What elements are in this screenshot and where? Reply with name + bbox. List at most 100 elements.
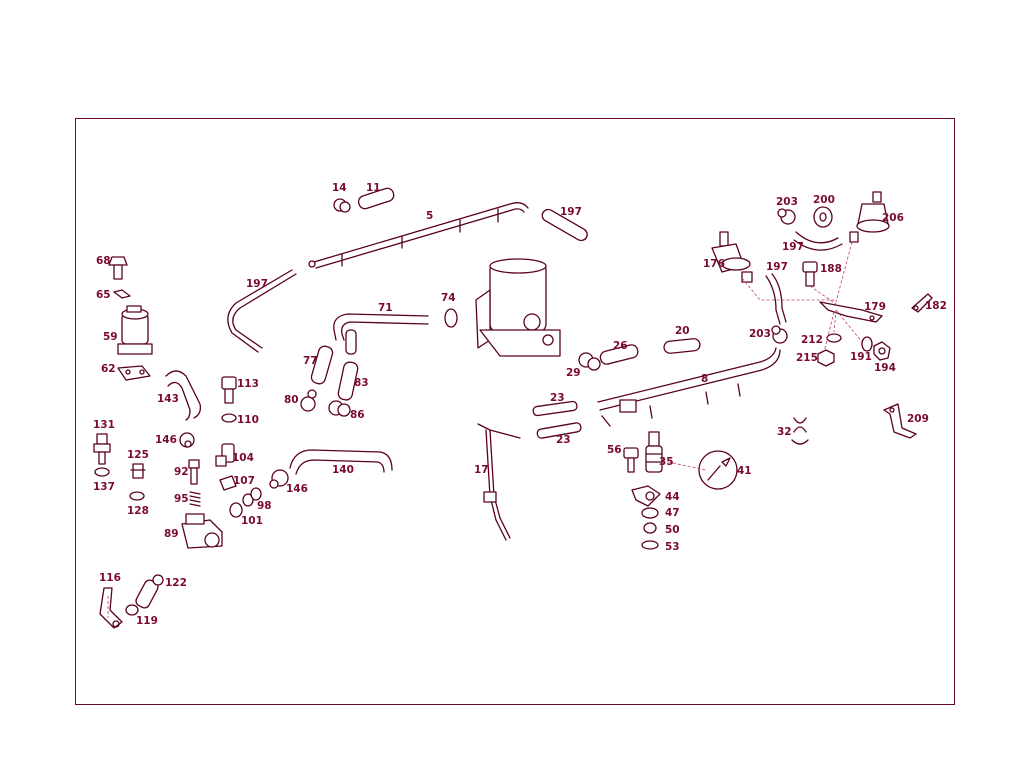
callout-206: 206 xyxy=(882,212,904,224)
callout-77: 77 xyxy=(303,355,318,367)
regulator-206 xyxy=(849,191,890,243)
callout-17: 17 xyxy=(474,464,489,476)
callout-131: 131 xyxy=(93,419,115,431)
callout-80: 80 xyxy=(284,394,299,406)
callout-203-top: 203 xyxy=(776,196,798,208)
hose-140 xyxy=(289,449,393,475)
washer-128 xyxy=(129,491,145,501)
hose-20 xyxy=(663,338,701,354)
fuel-rail-5 xyxy=(308,202,529,269)
callout-197-right-mid: 197 xyxy=(766,261,788,273)
callout-89: 89 xyxy=(164,528,179,540)
callout-143: 143 xyxy=(157,393,179,405)
callout-98: 98 xyxy=(257,500,272,512)
regulator-176 xyxy=(711,231,753,283)
callout-182: 182 xyxy=(925,300,947,312)
clip-53 xyxy=(641,540,659,550)
bolt-68 xyxy=(108,256,128,280)
callout-209: 209 xyxy=(907,413,929,425)
callout-14: 14 xyxy=(332,182,347,194)
leader-lines xyxy=(107,241,863,618)
callout-8: 8 xyxy=(701,373,708,385)
callout-23-top: 23 xyxy=(550,392,565,404)
hose-71 xyxy=(333,313,429,355)
callout-113: 113 xyxy=(237,378,259,390)
callout-194: 194 xyxy=(874,362,896,374)
callout-32: 32 xyxy=(777,426,792,438)
callout-68: 68 xyxy=(96,255,111,267)
callout-26: 26 xyxy=(613,340,628,352)
clip-146-right xyxy=(269,469,289,489)
washer-119 xyxy=(125,604,139,616)
callout-197-right-top: 197 xyxy=(782,241,804,253)
callout-191: 191 xyxy=(850,351,872,363)
callout-146-left: 146 xyxy=(155,434,177,446)
callout-137: 137 xyxy=(93,481,115,493)
clamp-86 xyxy=(328,400,351,417)
clamp-14 xyxy=(333,198,351,213)
callout-44: 44 xyxy=(665,491,680,503)
callout-188: 188 xyxy=(820,263,842,275)
callout-29: 29 xyxy=(566,367,581,379)
damper-200 xyxy=(813,206,833,228)
clip-146-left xyxy=(179,432,195,448)
callout-140: 140 xyxy=(332,464,354,476)
callout-74: 74 xyxy=(441,292,456,304)
callout-146-right: 146 xyxy=(286,483,308,495)
gasket-62 xyxy=(117,365,151,381)
wrench-41 xyxy=(698,450,738,490)
nut-215 xyxy=(817,349,835,367)
hose-197-top xyxy=(541,208,588,242)
callout-65: 65 xyxy=(96,289,111,301)
callout-35: 35 xyxy=(659,456,674,468)
hose-83 xyxy=(337,361,359,401)
clamp-74 xyxy=(444,308,458,328)
hose-143 xyxy=(165,370,202,421)
callout-41: 41 xyxy=(737,465,752,477)
bracket-179 xyxy=(819,301,883,323)
sensor-104 xyxy=(215,443,235,467)
clamp-80 xyxy=(300,389,317,412)
callout-50: 50 xyxy=(665,524,680,536)
hose-11 xyxy=(357,187,395,210)
hose-23-top xyxy=(532,400,578,417)
bolt-92 xyxy=(188,459,200,485)
fuel-rail-8 xyxy=(597,347,781,427)
sensor-131 xyxy=(93,433,111,465)
callout-197-left: 197 xyxy=(246,278,268,290)
sensor-125 xyxy=(130,463,146,479)
callout-labels: 5 8 11 14 17 20 23 23 26 29 32 35 41 44 … xyxy=(93,182,947,627)
bolt-113 xyxy=(221,376,237,404)
hose-197-left xyxy=(227,269,297,353)
holder-44 xyxy=(631,485,661,507)
callout-101: 101 xyxy=(241,515,263,527)
actuator-89 xyxy=(181,513,223,549)
callout-203-lower: 203 xyxy=(749,328,771,340)
washer-110 xyxy=(221,413,237,423)
callout-62: 62 xyxy=(101,363,116,375)
spring-95 xyxy=(189,491,201,507)
bracket-182 xyxy=(911,293,933,313)
gasket-65 xyxy=(113,289,131,299)
throttle-body xyxy=(475,258,561,357)
clip-32 xyxy=(791,417,809,445)
bracket-116 xyxy=(99,587,123,629)
clamp-203-lower xyxy=(771,325,788,344)
washer-137 xyxy=(94,467,110,477)
callout-197-top: 197 xyxy=(560,206,582,218)
hose-77 xyxy=(310,345,334,385)
clamp-29 xyxy=(578,352,601,371)
callout-212: 212 xyxy=(801,334,823,346)
callout-53: 53 xyxy=(665,541,680,553)
callout-110: 110 xyxy=(237,414,259,426)
callout-128: 128 xyxy=(127,505,149,517)
injector-35 xyxy=(645,431,663,473)
valve-59 xyxy=(117,305,153,355)
grommet-191 xyxy=(861,336,873,352)
clamp-203-top xyxy=(777,208,796,225)
callout-23-bottom: 23 xyxy=(556,434,571,446)
sensor-122 xyxy=(135,574,164,609)
hose-26 xyxy=(599,344,639,365)
callout-83: 83 xyxy=(354,377,369,389)
